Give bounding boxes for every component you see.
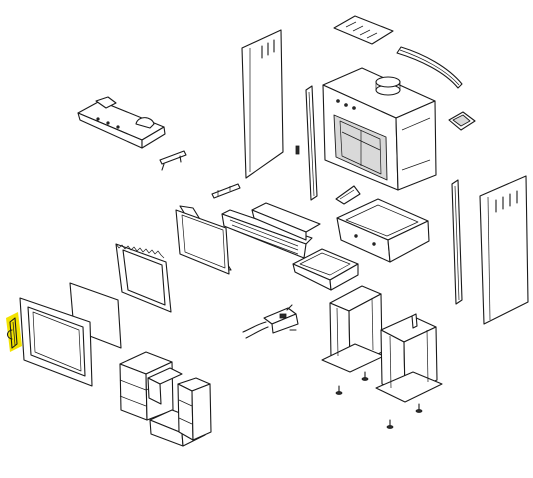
small-grate[interactable] [448,111,476,131]
lower-tray[interactable] [336,198,430,263]
latch-bracket[interactable] [211,183,241,199]
front-door-frame[interactable] [19,297,93,387]
left-side-panel[interactable] [241,29,300,179]
door-gasket-frame[interactable] [115,243,172,313]
right-trim-strip[interactable] [451,179,463,305]
pedestal-leg-left[interactable] [321,285,385,373]
control-valve[interactable] [242,304,299,339]
firebox-body[interactable] [322,67,437,191]
grate-bracket[interactable] [335,185,361,205]
shallow-tray[interactable] [292,248,359,291]
baffle-bar[interactable] [251,202,321,241]
glass-panel-upper[interactable] [175,205,232,275]
mounting-bracket[interactable] [159,150,187,171]
blower-assembly[interactable] [77,96,166,149]
pedestal-base-right[interactable] [375,313,443,403]
door-handle[interactable] [6,312,22,352]
foot-2[interactable] [361,371,369,381]
foot-4[interactable] [386,419,394,429]
foot-1[interactable] [335,385,343,395]
foot-3[interactable] [415,403,423,413]
right-side-panel[interactable] [479,175,529,325]
top-baffle-plate[interactable] [333,15,394,45]
leveling-feet[interactable] [335,371,423,429]
firebrick-set[interactable] [119,351,212,447]
top-deflector[interactable] [396,46,463,89]
left-trim-strip[interactable] [305,85,318,201]
